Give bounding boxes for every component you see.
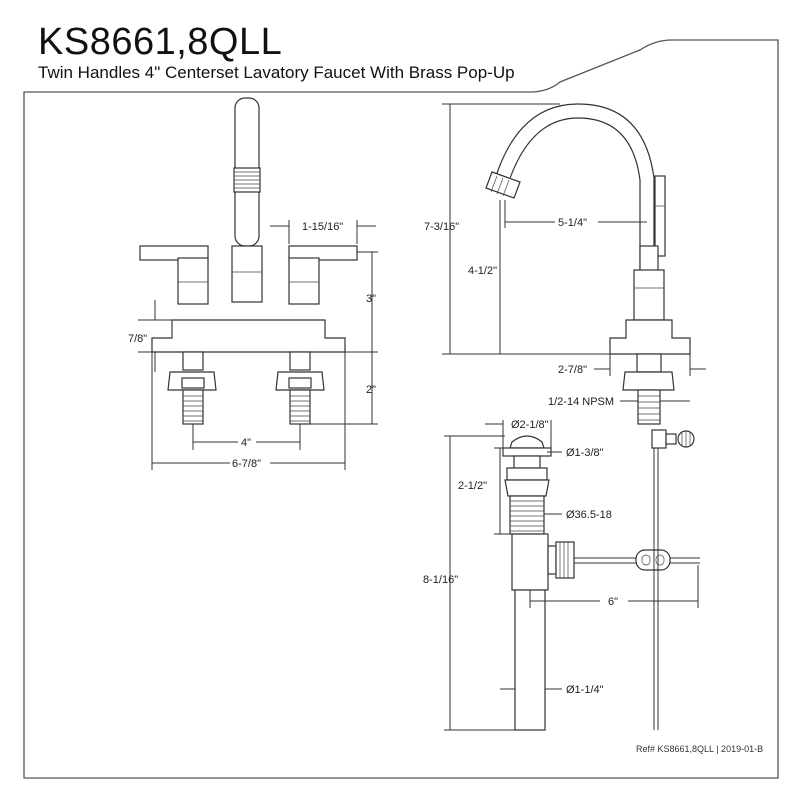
spout-base	[231, 245, 263, 303]
lift-rod-clip	[651, 429, 667, 449]
left-shank	[167, 351, 217, 425]
dim-stopper-dia: Ø1-3/8"	[566, 447, 604, 459]
dim-spout-clearance: 4-1/2"	[468, 265, 497, 277]
pivot-nut	[555, 541, 575, 579]
drawing-frame	[23, 39, 779, 779]
side-view: 7-3/16" 5-1/4" 4-1/2" 2-7/8" 1/2-14 NPSM	[424, 103, 706, 425]
dim-thread-dia: Ø36.5-18	[566, 509, 612, 521]
dim-drain-overall-height: 8-1/16"	[423, 574, 458, 586]
clevis-strap	[635, 549, 671, 571]
side-handle-lever	[654, 175, 666, 257]
gooseneck-spout	[495, 103, 655, 271]
dim-overall-width: 6-7/8"	[232, 458, 261, 470]
product-description: Twin Handles 4" Centerset Lavatory Fauce…	[38, 63, 515, 82]
dim-shank-length: 2"	[366, 384, 376, 396]
reference-footer: Ref# KS8661,8QLL | 2019-01-B	[636, 744, 764, 754]
side-deck-plate	[609, 319, 691, 355]
thread-callout: 1/2-14 NPSM	[548, 396, 614, 408]
dim-rod-length: 6"	[608, 596, 618, 608]
right-valve-body	[288, 257, 320, 305]
right-shank	[275, 351, 325, 425]
drain-threaded-body	[509, 495, 545, 535]
left-handle-lever	[139, 245, 209, 261]
drain-tee-body	[511, 533, 549, 591]
side-base	[633, 269, 665, 321]
dim-drain-body-height: 2-1/2"	[458, 480, 487, 492]
deck-plate	[151, 319, 346, 353]
dim-spout-reach: 5-1/4"	[558, 217, 587, 229]
dim-deck-height: 3"	[366, 293, 376, 305]
right-handle-lever	[288, 245, 358, 261]
front-view: 1-15/16" 3" 7/8" 2" 4"	[128, 97, 378, 470]
dim-tail-dia: Ø1-1/4"	[566, 684, 604, 696]
drain-tailpiece	[514, 589, 546, 731]
dim-spout-height: 7-3/16"	[424, 221, 459, 233]
left-valve-body	[177, 257, 209, 305]
drain-stopper	[509, 435, 545, 449]
dim-handle-width: 1-15/16"	[302, 221, 343, 233]
drain-flange	[502, 447, 552, 457]
dim-base-depth: 2-7/8"	[558, 364, 587, 376]
side-aerator	[485, 171, 521, 199]
drain-assembly: Ø2-1/8" Ø1-3/8" 2-1/2" Ø36.5-18 8-1/16" …	[423, 419, 700, 731]
dim-deck-thickness: 7/8"	[128, 333, 147, 345]
dim-flange-dia: Ø2-1/8"	[511, 419, 549, 431]
dim-center-spacing: 4"	[241, 437, 251, 449]
model-title: KS8661,8QLL	[38, 21, 283, 63]
